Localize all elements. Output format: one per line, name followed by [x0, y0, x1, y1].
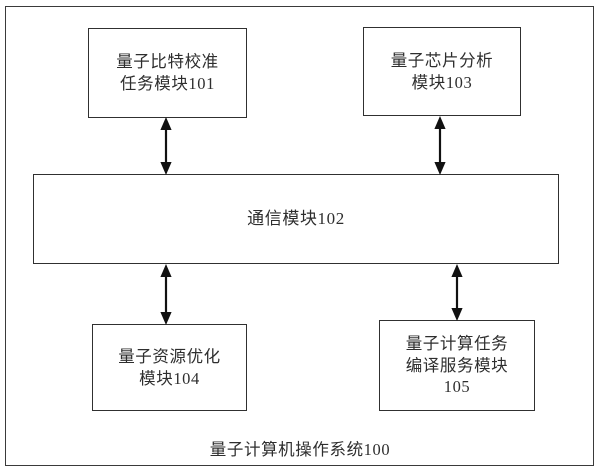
module-105-line-1: 量子计算任务 — [405, 333, 509, 353]
module-103-line-2: 模块103 — [411, 72, 473, 92]
module-box-105: 量子计算任务 编译服务模块 105 — [379, 320, 535, 411]
module-103-line-1: 量子芯片分析 — [390, 50, 494, 70]
module-101-line-1: 量子比特校准 — [116, 52, 219, 72]
module-box-103: 量子芯片分析 模块103 — [363, 27, 521, 116]
connector-101-to-102 — [152, 117, 180, 175]
module-105-line-3: 105 — [443, 377, 471, 397]
module-102-line-1: 通信模块102 — [247, 208, 345, 228]
module-box-104: 量子资源优化 模块104 — [92, 324, 247, 411]
module-box-102: 通信模块102 — [33, 174, 559, 264]
module-105-line-2: 编译服务模块 — [405, 355, 509, 375]
connector-102-to-105 — [443, 264, 471, 321]
module-101-line-2: 任务模块101 — [120, 74, 215, 93]
module-box-101: 量子比特校准 任务模块101 — [88, 28, 247, 118]
module-104-line-2: 模块104 — [139, 368, 200, 388]
system-caption: 量子计算机操作系统100 — [209, 440, 391, 459]
connector-102-to-104 — [152, 264, 180, 325]
module-104-line-1: 量子资源优化 — [118, 346, 221, 366]
connector-103-to-102 — [426, 116, 454, 175]
